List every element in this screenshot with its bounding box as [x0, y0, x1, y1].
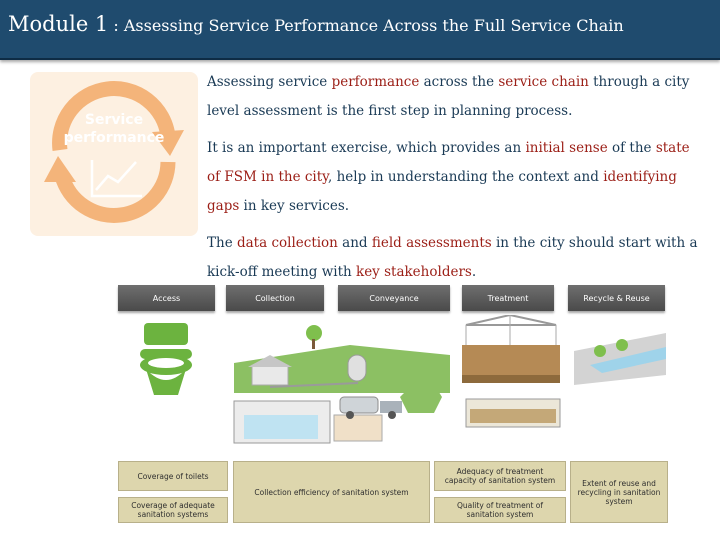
stage-access: Access	[118, 285, 215, 311]
body-text: Assessing service	[207, 74, 332, 90]
highlighted-text: key stakeholders	[356, 264, 472, 280]
indicator-quality-treatment: Quality of treatment of sanitation syste…	[434, 497, 566, 523]
stage-recycle-reuse: Recycle & Reuse	[568, 285, 665, 311]
service-performance-logo: Service performance	[30, 72, 198, 236]
service-cycle-icon: Service performance	[44, 81, 184, 223]
service-chain-diagram: Access Collection Conveyance Treatment R…	[118, 285, 668, 537]
body-text: in key services.	[239, 198, 350, 214]
highlighted-text: data collection	[236, 235, 338, 251]
paragraph-1: Assessing service performance across the…	[207, 68, 707, 126]
title-bar: Module 1 : Assessing Service Performance…	[0, 0, 720, 60]
toilet-icon	[140, 323, 192, 395]
line-chart-icon	[90, 160, 142, 198]
body-text: in the city should start with a kick-off…	[207, 235, 698, 280]
highlighted-text: state of FSM in the city	[207, 140, 690, 185]
title-rest: : Assessing Service Performance Across t…	[108, 16, 624, 35]
indicator-extent-reuse: Extent of reuse and recycling in sanitat…	[570, 461, 668, 523]
sanitation-process-illustration	[233, 315, 666, 444]
body-text: across the	[419, 74, 499, 90]
indicator-adequacy-treatment: Adequacy of treatment capacity of sanita…	[434, 461, 566, 491]
highlighted-text: identifying gaps	[207, 169, 677, 214]
page-title: Module 1 : Assessing Service Performance…	[8, 12, 624, 36]
highlighted-text: initial sense	[525, 140, 608, 156]
highlighted-text: service chain	[498, 74, 589, 90]
body-text: and	[337, 235, 372, 251]
highlighted-text: performance	[331, 74, 420, 90]
description-text: Assessing service performance across the…	[207, 68, 707, 295]
body-text: It is an important exercise, which provi…	[207, 140, 526, 156]
body-text: .	[471, 264, 477, 280]
logo-line2: performance	[64, 130, 165, 146]
stage-collection: Collection	[226, 285, 324, 311]
stage-conveyance: Conveyance	[338, 285, 450, 311]
body-text: through a city level assessment is the f…	[207, 74, 690, 119]
logo-line1: Service	[85, 112, 143, 128]
highlighted-text: field assessments	[371, 235, 492, 251]
paragraph-2: It is an important exercise, which provi…	[207, 134, 707, 221]
indicator-coverage-toilets: Coverage of toilets	[118, 461, 228, 491]
paragraph-3: The data collection and field assessment…	[207, 229, 707, 287]
body-text: The	[207, 235, 237, 251]
title-main: Module 1	[8, 12, 109, 36]
stage-treatment: Treatment	[462, 285, 554, 311]
indicator-coverage-adequate: Coverage of adequate sanitation systems	[118, 497, 228, 523]
indicator-collection-efficiency: Collection efficiency of sanitation syst…	[233, 461, 430, 523]
body-text: of the	[607, 140, 656, 156]
body-text: , help in understanding the context and	[328, 169, 604, 185]
